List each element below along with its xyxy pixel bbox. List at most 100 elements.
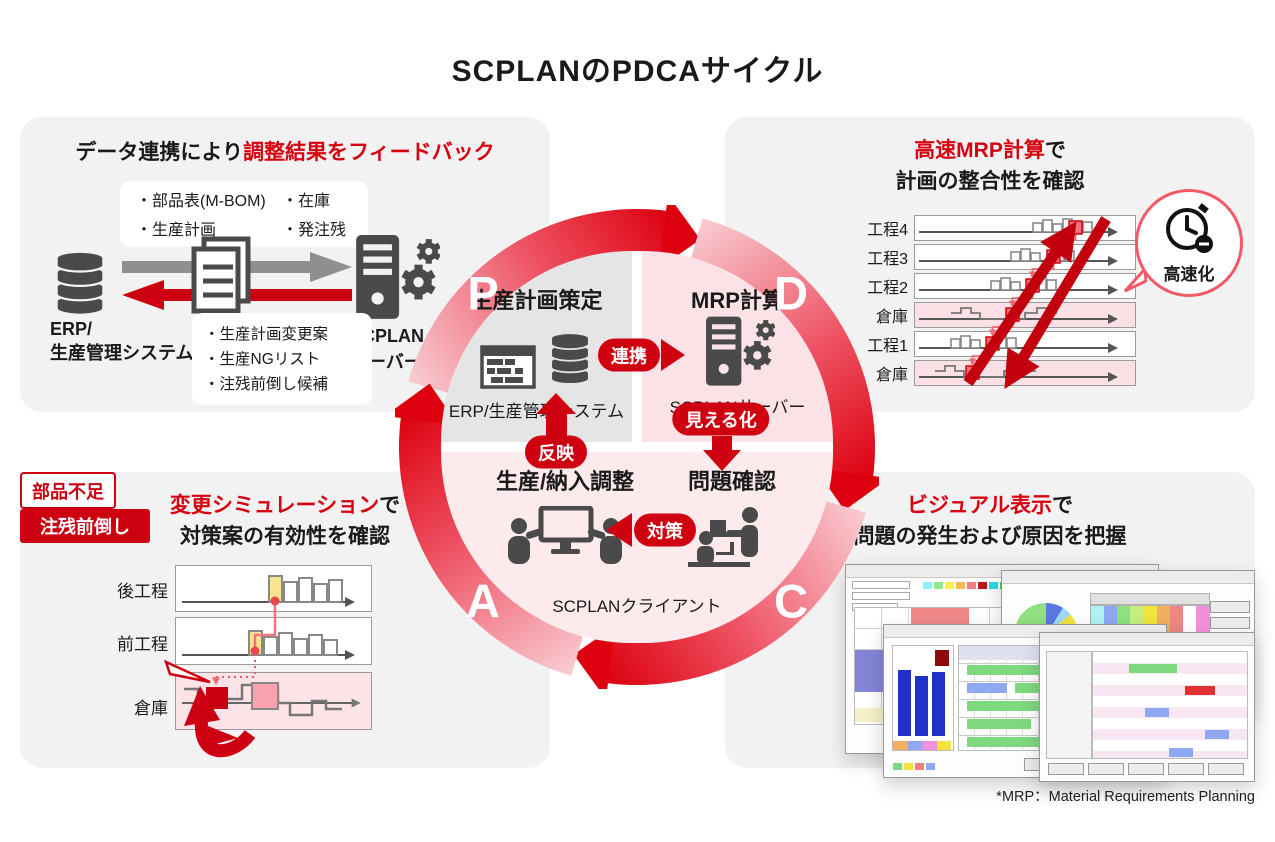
badge-label: 高速化 bbox=[1163, 265, 1215, 284]
row-label: 倉庫 bbox=[134, 699, 168, 718]
quadrant-title: 問題確認 bbox=[688, 469, 777, 494]
page-title: SCPLANのPDCAサイクル bbox=[451, 55, 824, 88]
speed-arrow-up bbox=[963, 221, 1077, 387]
gantt-box bbox=[914, 244, 1136, 270]
gantt-row: 工程3 bbox=[858, 244, 1136, 270]
database-icon bbox=[55, 250, 105, 316]
inventory-grid bbox=[1092, 651, 1248, 759]
database-icon bbox=[549, 332, 590, 385]
quadrant-title: 生産/納入調整 bbox=[495, 469, 635, 494]
data-cell bbox=[1205, 730, 1229, 739]
row-label-column bbox=[1046, 651, 1092, 759]
window-titlebar bbox=[1040, 633, 1254, 646]
heading-red: 調整結果をフィードバック bbox=[243, 141, 495, 164]
bar bbox=[932, 672, 945, 736]
shortage-cell bbox=[206, 687, 228, 709]
upstream-box bbox=[175, 617, 372, 665]
letter-act: A bbox=[466, 574, 500, 628]
list-item: ・注残前倒し候補 bbox=[204, 376, 329, 393]
speed-arrow-down bbox=[1004, 216, 1111, 390]
downstream-box bbox=[175, 565, 372, 612]
server-icon bbox=[356, 235, 440, 319]
list-item: ・生産NGリスト bbox=[204, 351, 321, 368]
window-titlebar bbox=[1002, 571, 1254, 584]
mrp-footnote: *MRP：Material Requirements Planning bbox=[996, 789, 1255, 805]
list-item: ・生産計画変更案 bbox=[204, 326, 329, 343]
document-icon bbox=[191, 236, 251, 314]
pill-link: 連携 bbox=[598, 338, 660, 372]
panel-heading: データ連携により調整結果をフィードバック bbox=[20, 137, 550, 168]
pull-forward-arrow bbox=[184, 686, 256, 758]
check-block: 問題確認 bbox=[686, 464, 778, 573]
pull-forward-tail bbox=[208, 726, 238, 746]
gantt-row: 倉庫 bbox=[858, 302, 1136, 328]
shortage-label: 部品不足 bbox=[20, 472, 116, 509]
heading-black: データ連携により bbox=[75, 141, 243, 164]
sim-connectors bbox=[212, 596, 280, 686]
heading-red: 変更シミュレーション bbox=[169, 494, 380, 517]
data-cell bbox=[1169, 748, 1193, 757]
pdca-cycle: 生産計画策定 ERP/生産管理システム bbox=[395, 205, 879, 689]
data-cell bbox=[967, 737, 1071, 747]
data-cell bbox=[967, 683, 1007, 693]
data-cell bbox=[935, 650, 949, 666]
letter-do: D bbox=[774, 266, 808, 320]
heading-red: 高速MRP計算 bbox=[914, 139, 1045, 162]
data-cell bbox=[911, 608, 969, 629]
gantt-row: 工程2 bbox=[858, 273, 1136, 299]
link-arrow bbox=[661, 339, 685, 371]
data-cell bbox=[967, 701, 1055, 711]
quadrant-title: MRP計算 bbox=[691, 288, 784, 313]
mini-bar-chart bbox=[892, 645, 954, 751]
list-item: ・発注残 bbox=[282, 222, 347, 239]
panel-heading: 変更シミュレーションで 対策案の有効性を確認 bbox=[169, 494, 401, 548]
panel-data-feedback: データ連携により調整結果をフィードバック ・部品表(M-BOM) ・在庫 ・生産… bbox=[20, 117, 550, 412]
reflect-arrowhead bbox=[536, 393, 576, 414]
strip bbox=[893, 741, 951, 750]
pull-forward-label: 注残前倒し bbox=[20, 509, 150, 543]
countermeasure-arrow bbox=[606, 513, 632, 547]
panel-visual-display: ビジュアル表示で 問題の発生および原因を把握 bbox=[725, 472, 1255, 782]
list-item: ・生産計画 bbox=[136, 222, 217, 239]
legend-chips bbox=[892, 762, 936, 771]
warehouse-box bbox=[914, 302, 1136, 328]
review-laptop-icon bbox=[688, 507, 759, 567]
feedback-data-list: ・生産計画変更案 ・生産NGリスト ・注残前倒し候補 bbox=[192, 313, 372, 405]
shortage-tail bbox=[163, 659, 211, 684]
heading-red: ビジュアル表示 bbox=[907, 494, 1052, 517]
data-cell bbox=[967, 665, 1047, 675]
mrp-flow-overlay bbox=[963, 216, 1111, 390]
letter-plan: P bbox=[467, 266, 499, 320]
outbound-data-list: ・部品表(M-BOM) ・在庫 ・生産計画 ・発注残 bbox=[120, 181, 368, 247]
pill-reflect: 反映 bbox=[525, 435, 587, 469]
erp-label: ERP/ 生産管理システム bbox=[50, 319, 194, 363]
bar bbox=[915, 676, 928, 736]
stopwatch-icon bbox=[1166, 203, 1213, 253]
speed-up-badge: 高速化 bbox=[1135, 189, 1243, 297]
bottom-buttons bbox=[1048, 763, 1244, 775]
plan-sheet-icon bbox=[479, 345, 536, 389]
panel-heading: 高速MRP計算で 計画の整合性を確認 bbox=[895, 139, 1085, 193]
quadrants-act-check: 生産/納入調整 問題確認 bbox=[441, 452, 833, 643]
pdca-ring bbox=[395, 205, 879, 689]
pill-countermeasure: 対策 bbox=[634, 513, 696, 547]
data-cell bbox=[967, 719, 1031, 729]
alert-cell bbox=[1185, 686, 1215, 695]
client-caption: SCPLANクライアント bbox=[552, 597, 722, 616]
pill-visualize: 見える化 bbox=[672, 402, 770, 436]
bar bbox=[898, 670, 911, 736]
row-label: 前工程 bbox=[117, 635, 168, 654]
server-icon bbox=[705, 316, 775, 386]
screenshot-window-inventory bbox=[1039, 632, 1255, 782]
panel-simulation: 変更シミュレーションで 対策案の有効性を確認 後工程 前工程 倉庫 bbox=[20, 472, 550, 768]
data-cell bbox=[1129, 664, 1177, 673]
visualize-arrowhead bbox=[703, 450, 741, 471]
quadrant-title: 生産計画策定 bbox=[470, 288, 603, 313]
list-item: ・部品表(M-BOM) bbox=[136, 193, 266, 210]
row-label: 後工程 bbox=[117, 582, 168, 601]
table-header bbox=[1090, 593, 1210, 605]
data-cell bbox=[1145, 708, 1169, 717]
visualize-arrow bbox=[712, 436, 732, 451]
panel-heading: ビジュアル表示で 問題の発生および原因を把握 bbox=[853, 494, 1127, 548]
